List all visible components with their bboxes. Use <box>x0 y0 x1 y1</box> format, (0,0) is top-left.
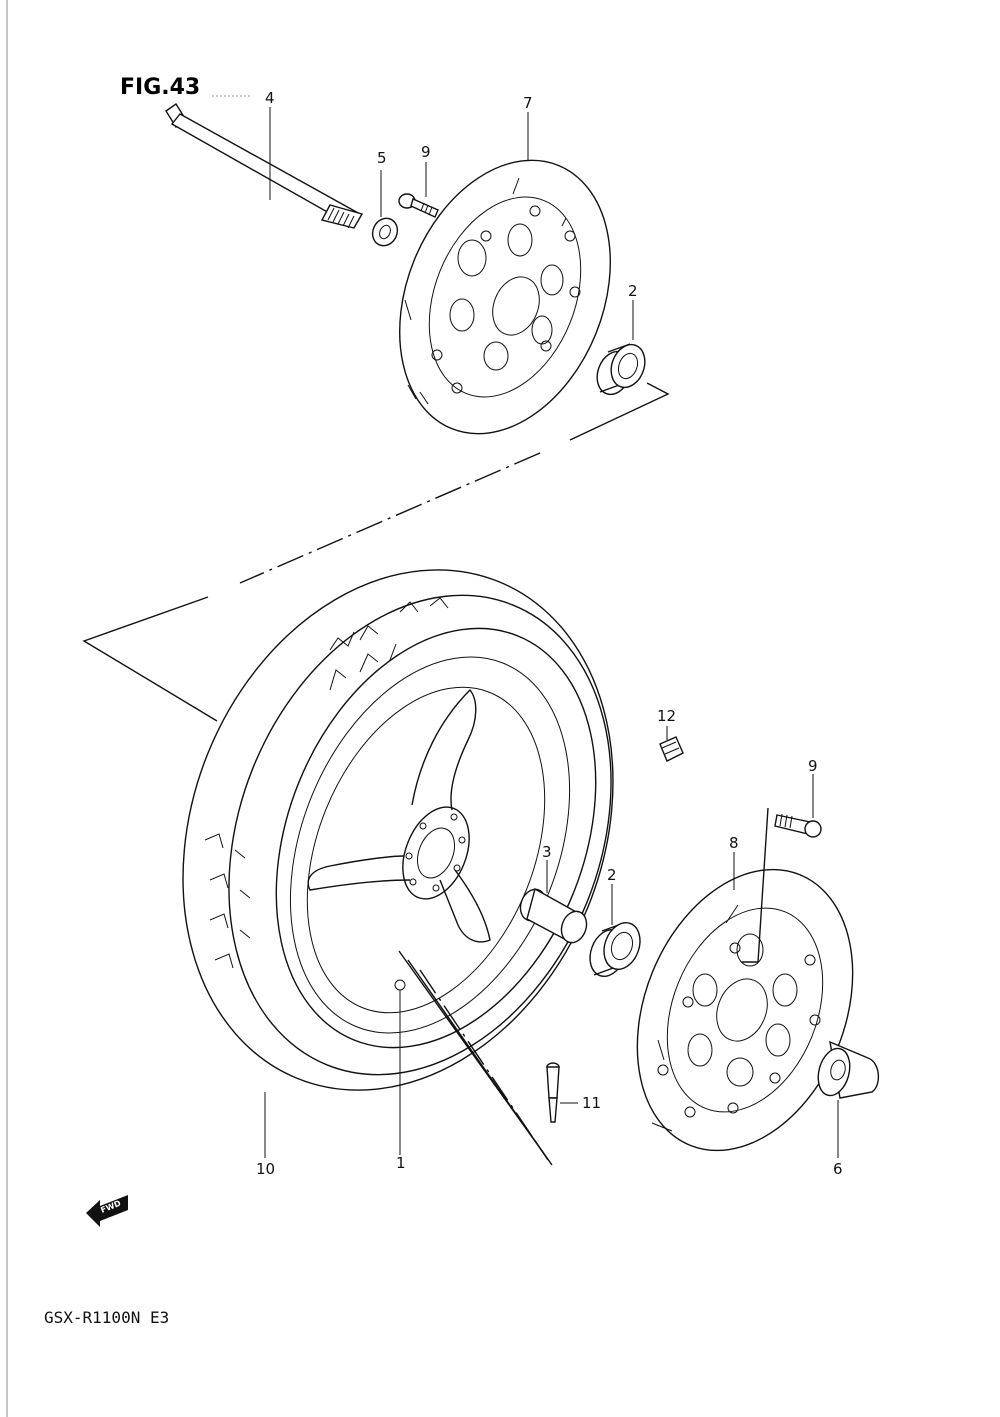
callout-7: 7 <box>523 94 533 112</box>
assembly-line-dashed-valve <box>419 969 549 1161</box>
bolt-lower-part <box>774 813 822 838</box>
assembly-line-bolt <box>742 807 769 963</box>
callout-5: 5 <box>377 149 387 167</box>
callout-9-upper: 9 <box>421 143 431 161</box>
figure-title: FIG.43 <box>120 75 200 100</box>
brake-disc-lower-part <box>636 868 854 1152</box>
callout-11: 11 <box>582 1094 601 1112</box>
callout-4: 4 <box>265 89 275 107</box>
brake-disc-upper-part <box>399 159 611 435</box>
assembly-line-left <box>82 596 218 722</box>
valve-cap-part <box>659 736 684 762</box>
assembly-line-middle <box>239 452 541 584</box>
callout-12: 12 <box>657 707 676 725</box>
callout-2-upper: 2 <box>628 282 638 300</box>
callout-6: 6 <box>833 1160 843 1178</box>
callout-9-lower: 9 <box>808 757 818 775</box>
valve-part <box>546 1062 560 1123</box>
spacer-part <box>519 887 588 944</box>
wheel-assembly <box>182 569 614 1091</box>
callout-2-lower: 2 <box>607 866 617 884</box>
bearing-upper-part <box>596 343 646 396</box>
model-code: GSX-R1100N E3 <box>44 1308 169 1327</box>
axle-part <box>165 103 364 229</box>
leader-lines <box>264 107 839 1158</box>
assembly-line-valve <box>398 950 553 1166</box>
callout-1: 1 <box>396 1154 406 1172</box>
callout-8: 8 <box>729 834 739 852</box>
washer-part <box>371 217 399 247</box>
bearing-lower-part <box>589 922 641 977</box>
collar-part <box>817 1040 879 1099</box>
callout-3: 3 <box>542 843 552 861</box>
assembly-line-upper <box>569 382 670 441</box>
callout-10: 10 <box>256 1160 275 1178</box>
bolt-upper-part <box>398 193 439 218</box>
fwd-arrow-icon: FWD <box>86 1195 128 1227</box>
